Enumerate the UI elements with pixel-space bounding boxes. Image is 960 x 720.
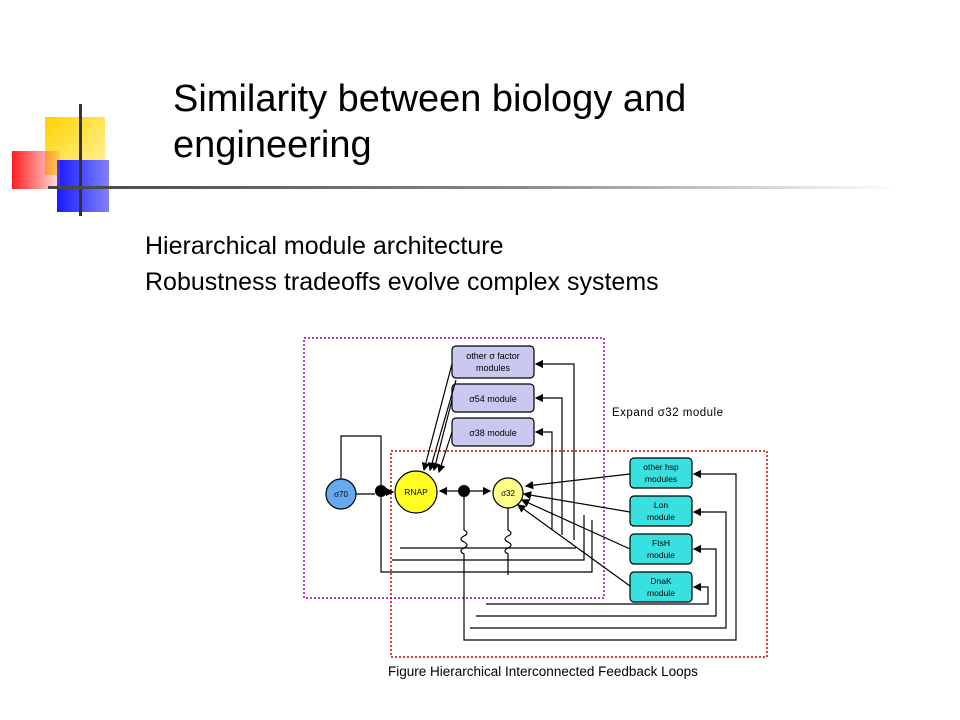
svg-text:modules: modules: [476, 363, 511, 373]
bullet-item-1: Hierarchical module architecture: [145, 232, 504, 260]
junction-dot-right: [458, 485, 470, 497]
node-rnap: RNAP: [394, 470, 438, 514]
svg-text:σ70: σ70: [334, 490, 348, 499]
decor-red-square: [12, 151, 60, 189]
module-other-hsp: other hsp modules: [629, 457, 693, 489]
decor-vertical-line: [79, 104, 82, 216]
module-lon: Lon module: [629, 495, 693, 527]
module-other-sigma: other σ factor modules: [451, 345, 535, 379]
slide-title: Similarity between biology and engineeri…: [173, 76, 893, 168]
svg-text:module: module: [647, 512, 675, 522]
expand-label: Expand σ32 module: [612, 407, 724, 419]
expanded-sigma32-frame: [390, 450, 768, 658]
svg-text:module: module: [647, 550, 675, 560]
svg-text:other hsp: other hsp: [643, 462, 679, 472]
module-sigma54: σ54 module: [451, 383, 535, 413]
figure-caption: Figure Hierarchical Interconnected Feedb…: [388, 664, 698, 679]
module-dnak: DnaK module: [629, 571, 693, 603]
node-sigma70: σ70: [325, 478, 357, 510]
svg-text:σ54 module: σ54 module: [469, 394, 517, 404]
bullet-item-2: Robustness tradeoffs evolve complex syst…: [145, 268, 659, 296]
bullet-list: Hierarchical module architecture Robustn…: [145, 228, 659, 300]
svg-text:DnaK: DnaK: [650, 576, 672, 586]
junction-dot-left: [375, 485, 387, 497]
module-ftsh: FtsH module: [629, 533, 693, 565]
svg-text:FtsH: FtsH: [652, 538, 670, 548]
svg-text:module: module: [647, 588, 675, 598]
svg-text:σ38 module: σ38 module: [469, 428, 517, 438]
outer-module-frame: [303, 337, 605, 599]
title-line-1: Similarity between biology and: [173, 78, 687, 120]
title-line-2: engineering: [173, 124, 372, 166]
module-sigma38: σ38 module: [451, 417, 535, 447]
node-sigma32: σ32: [492, 477, 524, 509]
title-rule: [48, 186, 898, 189]
svg-text:Lon: Lon: [654, 500, 668, 510]
svg-text:σ32: σ32: [501, 489, 515, 498]
svg-text:other σ factor: other σ factor: [466, 351, 520, 361]
svg-text:modules: modules: [645, 474, 677, 484]
svg-text:RNAP: RNAP: [404, 487, 428, 497]
connection-lines: [340, 359, 737, 641]
